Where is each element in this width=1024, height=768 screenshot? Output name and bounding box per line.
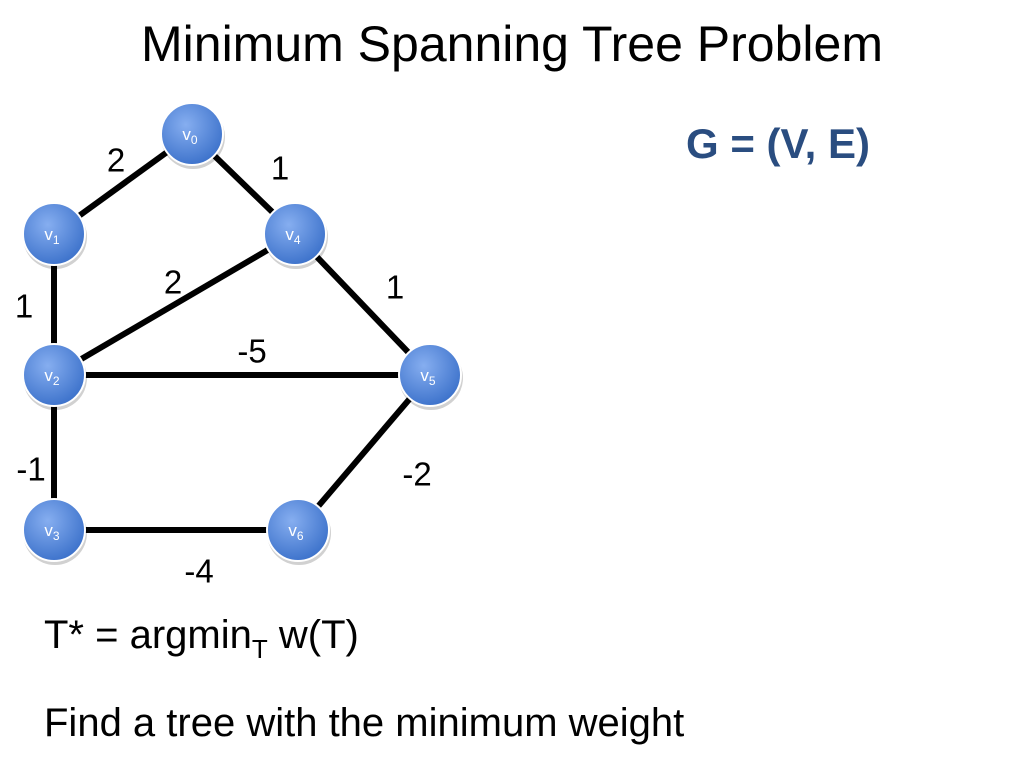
- node-circle-v5: [398, 343, 462, 407]
- node-v2: v2: [22, 343, 87, 410]
- node-circle-v2: [22, 343, 86, 407]
- edge-weight-v4-v5: 1: [386, 269, 404, 306]
- edge-weight-v2-v5: -5: [237, 333, 266, 370]
- argmin-formula: T* = argminT w(T): [44, 610, 359, 664]
- formula-rhs: w(T): [267, 613, 359, 657]
- node-label-v4: v4: [285, 225, 301, 247]
- edge-v4-v2: [52, 231, 297, 378]
- edge-weight-v0-v1: 2: [107, 142, 125, 179]
- slide-title: Minimum Spanning Tree Problem: [141, 16, 883, 72]
- edge-weight-v2-v3: -1: [16, 451, 45, 488]
- node-circle-v3: [22, 498, 86, 562]
- node-label-sub-v5: 5: [429, 374, 436, 388]
- node-label-sub-v2: 2: [53, 374, 60, 388]
- node-label-sub-v6: 6: [297, 529, 304, 543]
- node-label-base-v5: v: [420, 366, 429, 385]
- node-v3: v3: [22, 498, 87, 565]
- node-label-base-v1: v: [44, 225, 53, 244]
- node-label-sub-v1: 1: [53, 233, 60, 247]
- node-label-base-v0: v: [182, 125, 191, 144]
- node-label-v5: v5: [420, 366, 436, 388]
- edge-weight-v1-v2: 1: [15, 288, 33, 325]
- edge-v4-v5: [292, 231, 433, 378]
- node-v1: v1: [22, 202, 87, 269]
- edge-weight-v0-v4: 1: [271, 150, 289, 187]
- problem-description: Find a tree with the minimum weight: [44, 701, 685, 745]
- node-label-base-v6: v: [288, 521, 297, 540]
- node-label-sub-v0: 0: [191, 133, 198, 147]
- node-label-base-v4: v: [285, 225, 294, 244]
- node-v0: v0: [160, 102, 225, 169]
- formula-subscript: T: [251, 634, 268, 664]
- node-label-v0: v0: [182, 125, 198, 147]
- edge-weight-v5-v6: -2: [402, 456, 431, 493]
- edge-v5-v6: [295, 373, 433, 532]
- node-label-v1: v1: [44, 225, 60, 247]
- node-label-v6: v6: [288, 521, 304, 543]
- node-circle-v0: [160, 102, 224, 166]
- edge-weight-v3-v6: -4: [184, 553, 213, 590]
- node-label-base-v2: v: [44, 366, 53, 385]
- node-label-sub-v4: 4: [294, 233, 301, 247]
- formula-lhs: T* = argmin: [44, 613, 252, 657]
- node-label-v3: v3: [44, 521, 60, 543]
- node-circle-v1: [22, 202, 86, 266]
- node-label-sub-v3: 3: [53, 529, 60, 543]
- node-v4: v4: [263, 202, 328, 269]
- edge-weight-v4-v2: 2: [164, 264, 182, 301]
- node-v6: v6: [266, 498, 331, 565]
- node-label-v2: v2: [44, 366, 60, 388]
- node-v5: v5: [398, 343, 463, 410]
- weight-layer: 2 1 1 2 1 -5 -1 -2 -4: [15, 142, 432, 590]
- node-label-base-v3: v: [44, 521, 53, 540]
- node-circle-v4: [263, 202, 327, 266]
- node-circle-v6: [266, 498, 330, 562]
- graph-definition: G = (V, E): [686, 120, 871, 167]
